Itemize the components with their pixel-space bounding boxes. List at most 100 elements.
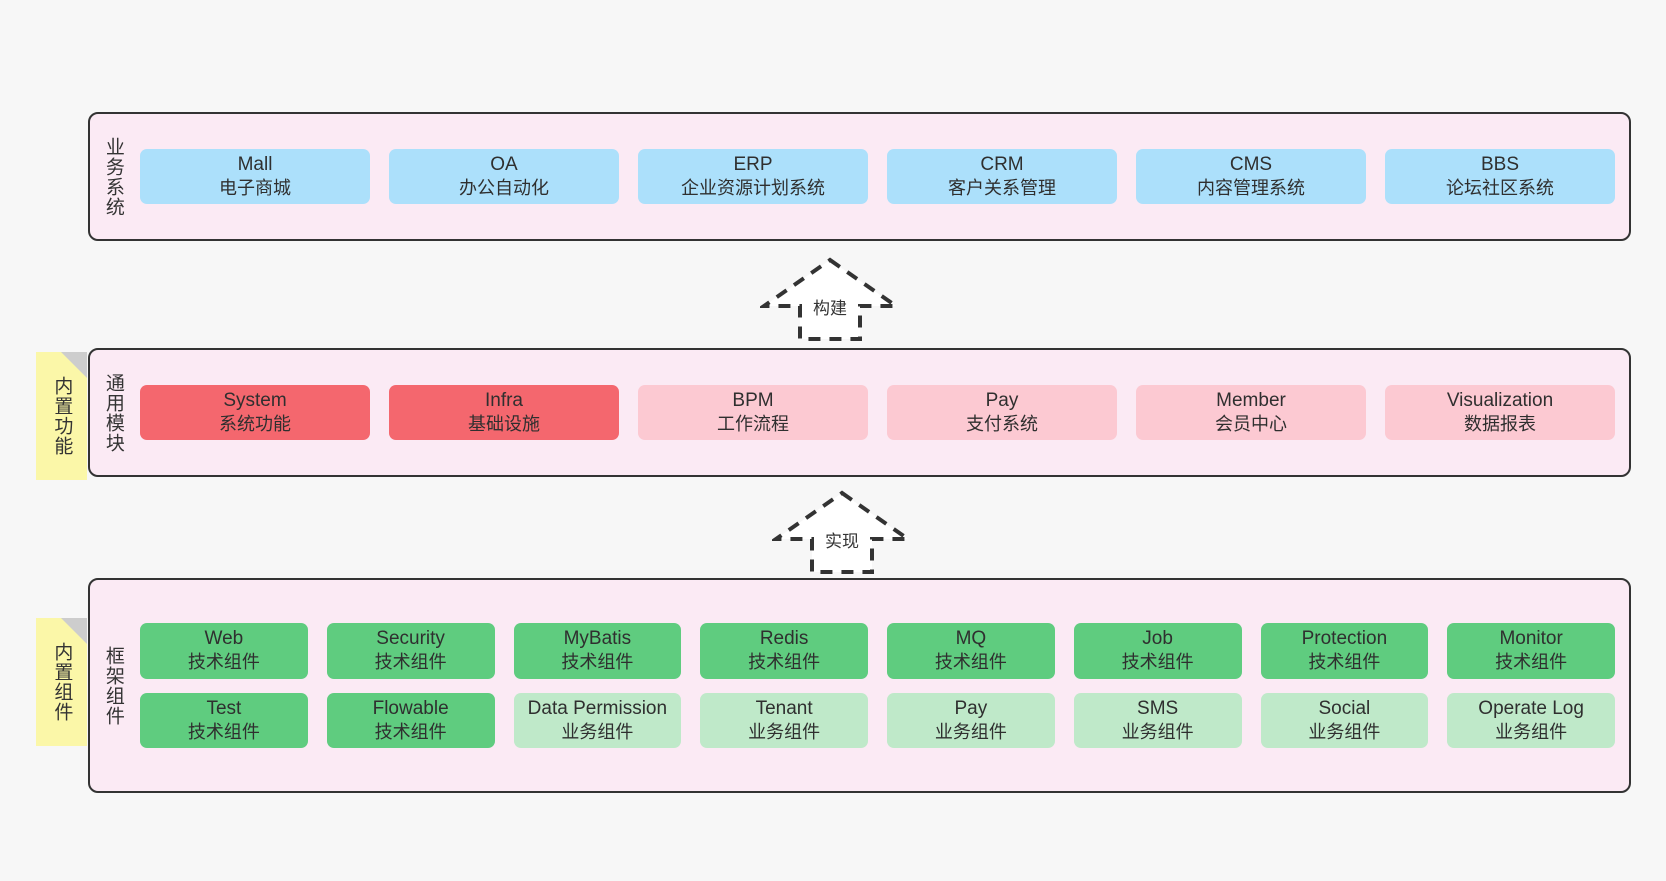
card-subtitle: 办公自动化: [459, 178, 549, 199]
card-subtitle: 会员中心: [1215, 414, 1287, 435]
card-title: Mall: [237, 153, 273, 175]
card-title: Operate Log: [1478, 697, 1584, 719]
card-subtitle: 工作流程: [717, 414, 789, 435]
card-erp[interactable]: ERP 企业资源计划系统: [638, 148, 868, 205]
card-visualization[interactable]: Visualization 数据报表: [1385, 384, 1615, 441]
note-builtin-function: 内置功能: [36, 352, 87, 480]
card-subtitle: 技术组件: [374, 721, 447, 742]
card-title: CRM: [980, 153, 1024, 175]
card-redis[interactable]: Redis 技术组件: [700, 623, 868, 679]
card-row: Test 技术组件 Flowable 技术组件 Data Permission …: [140, 692, 1615, 748]
card-monitor[interactable]: Monitor 技术组件: [1447, 623, 1615, 679]
card-title: Infra: [484, 389, 524, 411]
card-bpm[interactable]: BPM 工作流程: [638, 384, 868, 441]
layer-title-business-system: 业务系统: [102, 136, 124, 217]
card-title: System: [223, 389, 287, 411]
card-data-permission[interactable]: Data Permission 业务组件: [513, 692, 682, 748]
card-row: Mall 电子商城 OA 办公自动化 ERP 企业资源计划系统 CRM 客户关系…: [140, 148, 1615, 205]
card-mq[interactable]: MQ 技术组件: [887, 623, 1055, 679]
layer-body-business-system: Mall 电子商城 OA 办公自动化 ERP 企业资源计划系统 CRM 客户关系…: [136, 114, 1629, 239]
card-test[interactable]: Test 技术组件: [140, 692, 308, 748]
card-protection[interactable]: Protection 技术组件: [1260, 623, 1429, 679]
card-subtitle: 企业资源计划系统: [681, 178, 825, 199]
card-subtitle: 技术组件: [187, 721, 260, 742]
card-web[interactable]: Web 技术组件: [140, 623, 308, 679]
note-builtin-component: 内置组件: [36, 618, 87, 746]
card-tenant[interactable]: Tenant 业务组件: [700, 692, 868, 748]
card-oa[interactable]: OA 办公自动化: [389, 148, 619, 205]
card-mall[interactable]: Mall 电子商城: [140, 148, 370, 205]
card-security[interactable]: Security 技术组件: [326, 623, 495, 679]
card-system[interactable]: System 系统功能: [140, 384, 370, 441]
card-subtitle: 业务组件: [1495, 721, 1568, 742]
card-subtitle: 客户关系管理: [948, 178, 1056, 199]
card-subtitle: 技术组件: [187, 652, 260, 673]
card-title: BPM: [732, 389, 774, 411]
card-infra[interactable]: Infra 基础设施: [389, 384, 619, 441]
card-subtitle: 技术组件: [1495, 652, 1568, 673]
note-label: 内置组件: [51, 642, 73, 722]
layer-title-common-module: 通用模块: [102, 372, 124, 453]
card-subtitle: 系统功能: [219, 414, 291, 435]
card-title: Pay: [954, 697, 988, 719]
card-subtitle: 技术组件: [1121, 652, 1194, 673]
card-title: Tenant: [755, 697, 813, 719]
card-subtitle: 论坛社区系统: [1446, 178, 1554, 199]
arrow-implement-label: 实现: [825, 532, 859, 551]
card-title: Redis: [759, 628, 809, 650]
card-subtitle: 业务组件: [934, 721, 1007, 742]
card-title: Test: [206, 697, 242, 719]
card-subtitle: 技术组件: [374, 652, 447, 673]
card-subtitle: 业务组件: [561, 721, 634, 742]
card-row: System 系统功能 Infra 基础设施 BPM 工作流程 Pay 支付系统…: [140, 384, 1615, 441]
card-operate-log[interactable]: Operate Log 业务组件: [1447, 692, 1615, 748]
card-sms[interactable]: SMS 业务组件: [1073, 692, 1242, 748]
card-subtitle: 技术组件: [1308, 652, 1381, 673]
layer-body-framework-component: Web 技术组件 Security 技术组件 MyBatis 技术组件 Redi…: [136, 580, 1629, 791]
card-title: MQ: [955, 628, 987, 650]
card-title: Social: [1318, 697, 1371, 719]
card-subtitle: 基础设施: [468, 414, 540, 435]
card-title: CMS: [1229, 153, 1273, 175]
card-flowable[interactable]: Flowable 技术组件: [326, 692, 495, 748]
card-title: OA: [490, 153, 518, 175]
card-mybatis[interactable]: MyBatis 技术组件: [513, 623, 682, 679]
card-title: SMS: [1137, 697, 1179, 719]
card-title: Visualization: [1446, 389, 1554, 411]
card-row: Web 技术组件 Security 技术组件 MyBatis 技术组件 Redi…: [140, 623, 1615, 679]
card-subtitle: 支付系统: [966, 414, 1038, 435]
layer-framework-component: 框架组件 Web 技术组件 Security 技术组件 MyBatis 技术组件…: [88, 578, 1631, 793]
card-social[interactable]: Social 业务组件: [1260, 692, 1429, 748]
card-title: Data Permission: [527, 697, 668, 719]
card-subtitle: 技术组件: [748, 652, 821, 673]
card-title: ERP: [733, 153, 773, 175]
note-label: 内置功能: [51, 376, 73, 456]
card-title: MyBatis: [563, 628, 632, 650]
card-title: Member: [1216, 389, 1286, 411]
card-title: Job: [1142, 628, 1173, 650]
note-fold-corner-icon: [61, 618, 87, 644]
card-crm[interactable]: CRM 客户关系管理: [887, 148, 1117, 205]
card-subtitle: 数据报表: [1464, 414, 1536, 435]
arrow-implement: 实现: [772, 489, 912, 574]
card-member[interactable]: Member 会员中心: [1136, 384, 1366, 441]
card-bbs[interactable]: BBS 论坛社区系统: [1385, 148, 1615, 205]
card-pay[interactable]: Pay 支付系统: [887, 384, 1117, 441]
card-subtitle: 技术组件: [934, 652, 1007, 673]
card-title: Security: [376, 628, 445, 650]
layer-common-module: 通用模块 System 系统功能 Infra 基础设施 BPM 工作流程 Pay: [88, 348, 1631, 477]
card-pay-component[interactable]: Pay 业务组件: [887, 692, 1055, 748]
card-job[interactable]: Job 技术组件: [1073, 623, 1242, 679]
card-title: Web: [204, 628, 244, 650]
layer-body-common-module: System 系统功能 Infra 基础设施 BPM 工作流程 Pay 支付系统…: [136, 350, 1629, 475]
card-subtitle: 技术组件: [561, 652, 634, 673]
card-subtitle: 业务组件: [748, 721, 821, 742]
arrow-build: 构建: [760, 256, 900, 341]
note-fold-corner-icon: [61, 352, 87, 378]
card-title: BBS: [1480, 153, 1520, 175]
card-cms[interactable]: CMS 内容管理系统: [1136, 148, 1366, 205]
card-title: Protection: [1301, 628, 1388, 650]
card-subtitle: 电子商城: [219, 178, 291, 199]
layer-title-framework-component: 框架组件: [102, 645, 124, 726]
